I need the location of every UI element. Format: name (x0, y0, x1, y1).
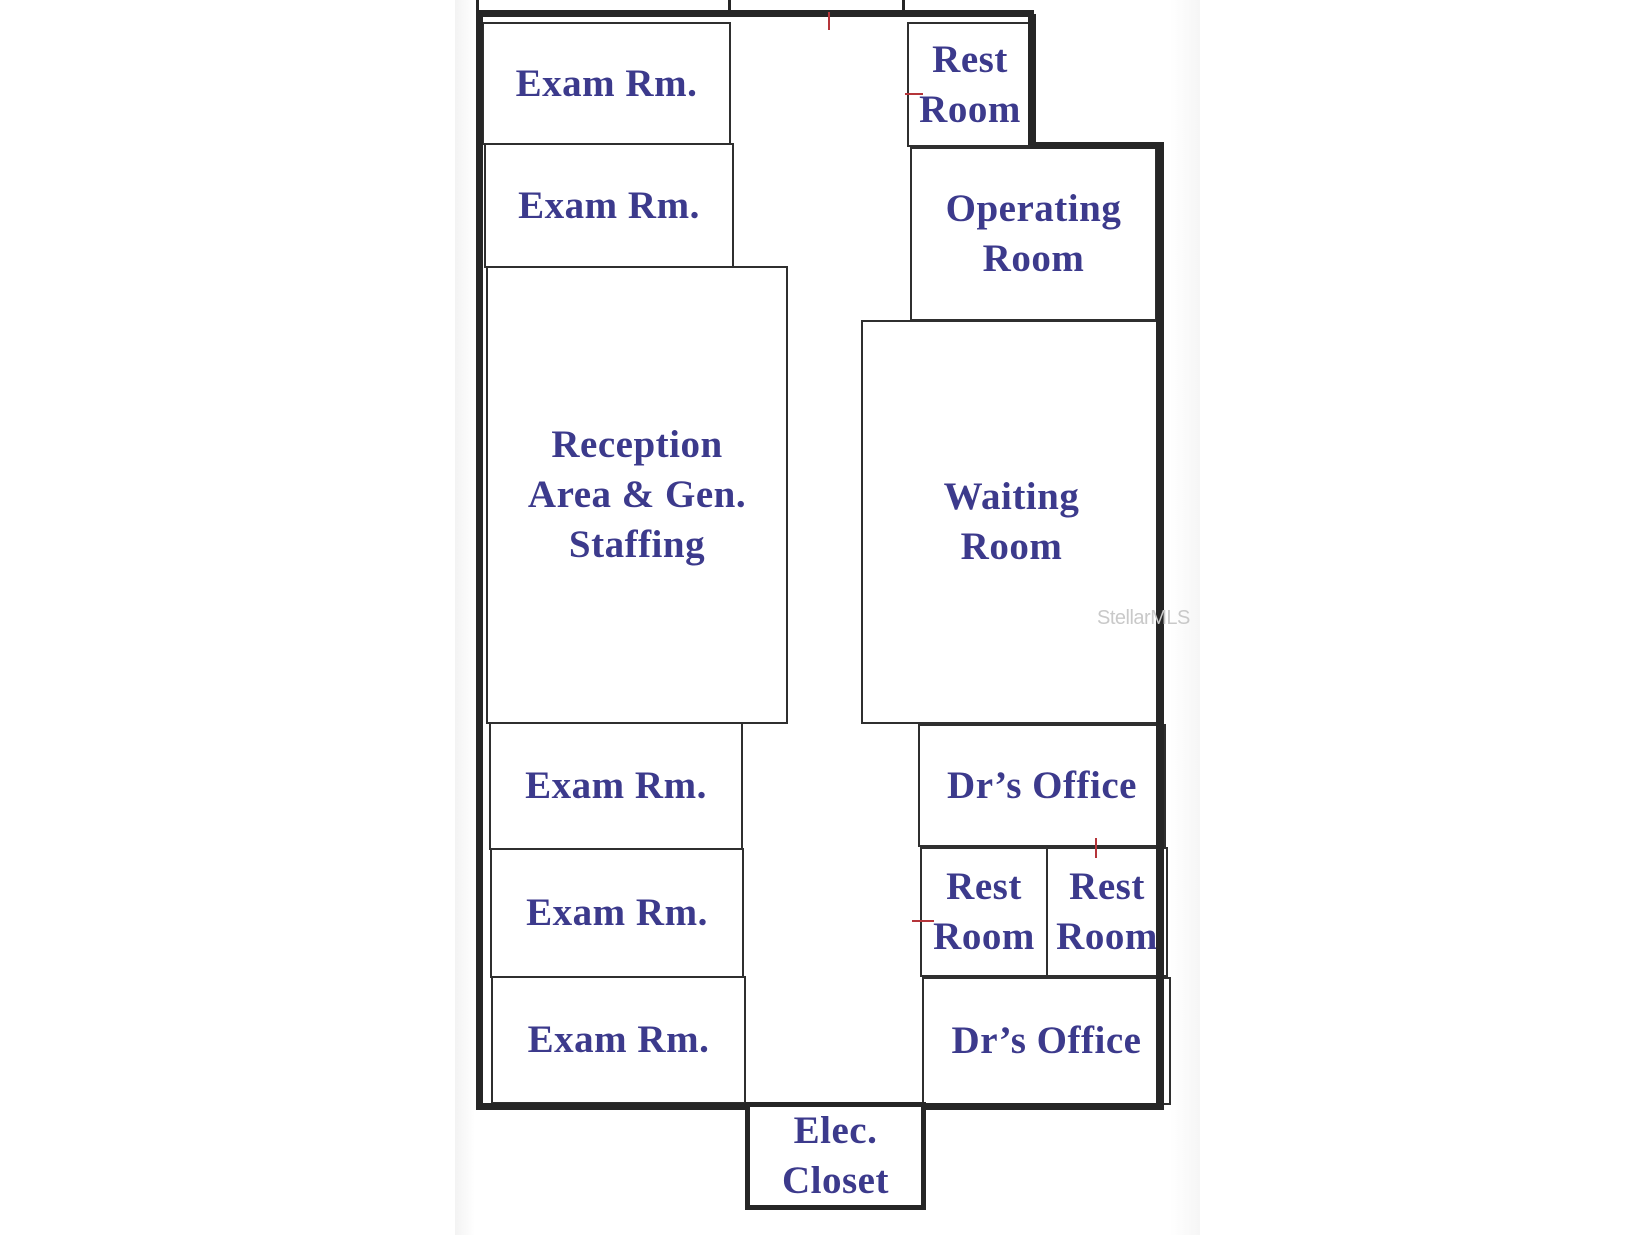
top-edge-line (902, 0, 905, 12)
room-exam-4: Exam Rm. (490, 848, 744, 978)
room-label: Exam Rm. (525, 764, 707, 807)
door-mark (828, 12, 830, 30)
room-exam-2: Exam Rm. (484, 143, 734, 268)
outer-wall-bottom-left (476, 1103, 748, 1110)
door-mark (912, 920, 934, 922)
room-drs-office-2: Dr’s Office (922, 977, 1171, 1105)
top-edge-line (728, 0, 731, 12)
room-label: Dr’s Office (947, 763, 1137, 807)
room-operating: Operating Room (910, 147, 1157, 321)
room-waiting: Waiting Room (861, 320, 1162, 724)
door-mark (905, 93, 923, 95)
room-label: Dr’s Office (951, 1019, 1142, 1062)
room-label: Rest Room (1056, 865, 1158, 958)
room-reception: Reception Area & Gen. Staffing (486, 266, 788, 724)
outer-wall-bottom-right (922, 1103, 1164, 1110)
outer-wall-left (476, 10, 483, 1110)
outer-wall-right (1156, 142, 1164, 1110)
room-restroom-top: Rest Room (907, 22, 1033, 147)
room-exam-1: Exam Rm. (482, 22, 731, 145)
room-elec-closet: Elec. Closet (745, 1102, 926, 1210)
room-drs-office-1: Dr’s Office (918, 724, 1166, 847)
outer-wall-top-right-step (1028, 14, 1036, 145)
room-restroom-2: Rest Room (920, 847, 1048, 977)
room-restroom-3: Rest Room (1046, 847, 1168, 977)
room-label: Operating Room (945, 187, 1122, 280)
room-exam-5: Exam Rm. (491, 976, 746, 1104)
door-mark (1095, 838, 1097, 858)
room-label: Rest Room (933, 865, 1035, 958)
room-label: Elec. Closet (782, 1109, 889, 1202)
watermark-text: StellarMLS (1097, 607, 1190, 629)
room-label: Rest Room (919, 37, 1021, 131)
room-label: Reception Area & Gen. Staffing (527, 423, 747, 566)
room-exam-3: Exam Rm. (489, 722, 743, 850)
room-label: Waiting Room (943, 475, 1080, 568)
top-edge-line (476, 0, 479, 12)
room-label: Exam Rm. (527, 1018, 710, 1061)
paper-edge-shadow (1170, 0, 1200, 1235)
room-label: Exam Rm. (526, 891, 708, 934)
paper-edge-shadow (455, 0, 475, 1235)
room-label: Exam Rm. (515, 61, 698, 105)
outer-wall-top-right (1030, 142, 1161, 149)
outer-wall-top (476, 10, 1034, 17)
room-label: Exam Rm. (518, 183, 700, 227)
